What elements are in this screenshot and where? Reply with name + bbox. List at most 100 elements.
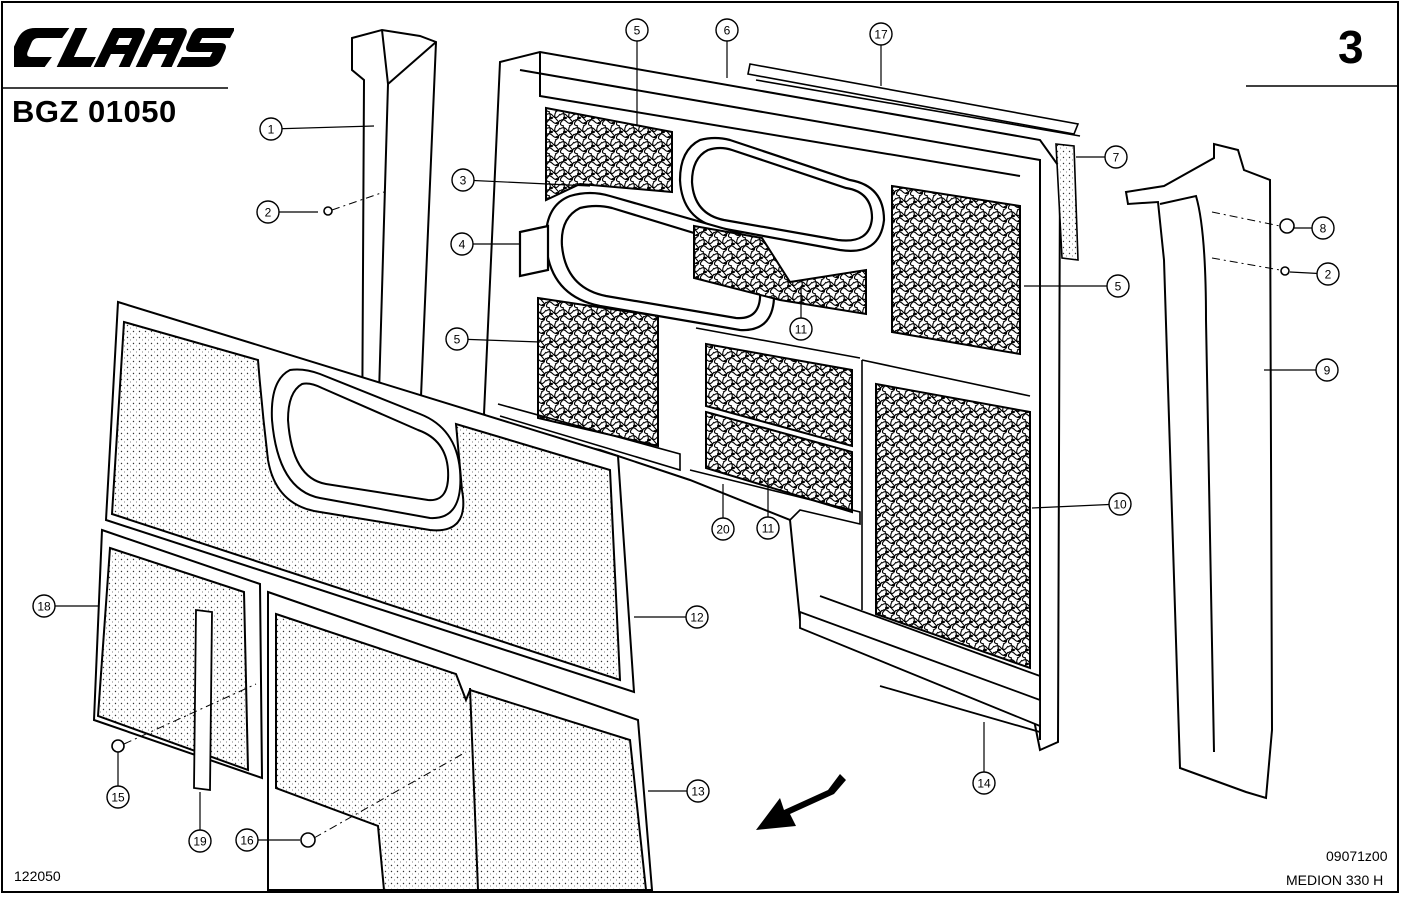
callout-circle [1108, 492, 1132, 516]
callout-circle [1315, 358, 1339, 382]
callout-5: 5 [1106, 274, 1130, 298]
callout-circle [259, 117, 283, 141]
callout-number: 8 [1320, 222, 1327, 236]
part-2-screw-left [323, 206, 333, 216]
callout-14: 14 [972, 771, 996, 795]
direction-arrow-icon [756, 774, 846, 830]
callout-number: 15 [111, 791, 125, 805]
callout-number: 11 [762, 522, 775, 536]
part-16-rivet [300, 832, 316, 848]
callout-10: 10 [1108, 492, 1132, 516]
callout-number: 17 [874, 28, 888, 42]
callout-5: 5 [445, 327, 469, 351]
part-7-trim [1055, 143, 1079, 261]
callout-number: 11 [795, 323, 808, 337]
callout-number: 5 [634, 24, 641, 38]
callout-16: 16 [235, 828, 259, 852]
claas-logo [14, 28, 234, 67]
callout-9: 9 [1315, 358, 1339, 382]
callout-circle [685, 605, 709, 629]
callout-number: 9 [1324, 364, 1331, 378]
callout-number: 20 [716, 523, 730, 537]
callout-circle [450, 232, 474, 256]
callout-number: 19 [193, 835, 207, 849]
callout-leader [270, 125, 375, 130]
callout-1: 1 [259, 117, 283, 141]
part-1-left-post [351, 28, 438, 462]
page-number: 3 [1338, 21, 1364, 73]
drawing-code: BGZ 01050 [12, 94, 177, 129]
callout-15: 15 [106, 785, 130, 809]
callout-circle [625, 18, 649, 42]
callout-leader [456, 338, 541, 343]
callout-number: 12 [690, 611, 704, 625]
callout-circle [756, 516, 780, 540]
part-15-rivet [111, 739, 125, 753]
callout-12: 12 [685, 605, 709, 629]
part-6-top-bar [747, 63, 1081, 137]
callout-number: 5 [454, 333, 461, 347]
part-9-right-panel [1124, 142, 1274, 800]
callout-number: 13 [691, 785, 705, 799]
callout-number: 2 [265, 206, 272, 220]
callout-18: 18 [32, 594, 56, 618]
callout-number: 18 [37, 600, 51, 614]
callout-20: 20 [711, 517, 735, 541]
part-14-bottom-rail [799, 595, 1041, 733]
callout-circle [445, 327, 469, 351]
callout-circle [711, 517, 735, 541]
frame-filter-panels [537, 106, 1031, 670]
callout-2: 2 [256, 200, 280, 224]
part-19-strip [193, 608, 213, 792]
callout-7: 7 [1104, 145, 1128, 169]
callout-17: 17 [869, 22, 893, 46]
callout-number: 16 [240, 834, 254, 848]
callout-number: 7 [1113, 151, 1120, 165]
callout-circle [1311, 216, 1335, 240]
fastener-axis-lines [123, 191, 1281, 839]
callout-number: 14 [977, 777, 991, 791]
callout-8: 8 [1311, 216, 1335, 240]
part-8-plug [1279, 218, 1295, 234]
callout-circle [235, 828, 259, 852]
callout-2: 2 [1316, 262, 1340, 286]
callout-11: 11 [789, 317, 813, 341]
callout-19: 19 [188, 829, 212, 853]
callout-leader [1031, 503, 1121, 509]
callout-circle [789, 317, 813, 341]
callout-circle [32, 594, 56, 618]
sheet-id: 122050 [14, 868, 61, 884]
callout-3: 3 [451, 168, 475, 192]
part-12-front-panel [104, 300, 636, 694]
callout-circle [451, 168, 475, 192]
callout-circle [715, 18, 739, 42]
callout-6: 6 [715, 18, 739, 42]
callout-number: 10 [1113, 498, 1127, 512]
model-name: MEDION 330 H [1286, 872, 1384, 888]
callout-circle [686, 779, 710, 803]
callout-number: 4 [459, 238, 466, 252]
callout-13: 13 [686, 779, 710, 803]
callout-circle [106, 785, 130, 809]
part-2-screw-right [1280, 266, 1290, 276]
callout-5: 5 [625, 18, 649, 42]
callout-circle [972, 771, 996, 795]
callout-number: 2 [1325, 268, 1332, 282]
callout-4: 4 [450, 232, 474, 256]
callout-11: 11 [756, 516, 780, 540]
drawing-ref: 09071z00 [1326, 848, 1388, 864]
callout-circle [1316, 262, 1340, 286]
callout-circle [1106, 274, 1130, 298]
callout-circle [869, 22, 893, 46]
callout-circle [1104, 145, 1128, 169]
callout-number: 3 [460, 174, 467, 188]
callout-circle [188, 829, 212, 853]
callout-number: 5 [1115, 280, 1122, 294]
frame-cross-members [497, 327, 1031, 610]
fasteners [111, 206, 1295, 848]
callout-number: 1 [268, 123, 275, 137]
